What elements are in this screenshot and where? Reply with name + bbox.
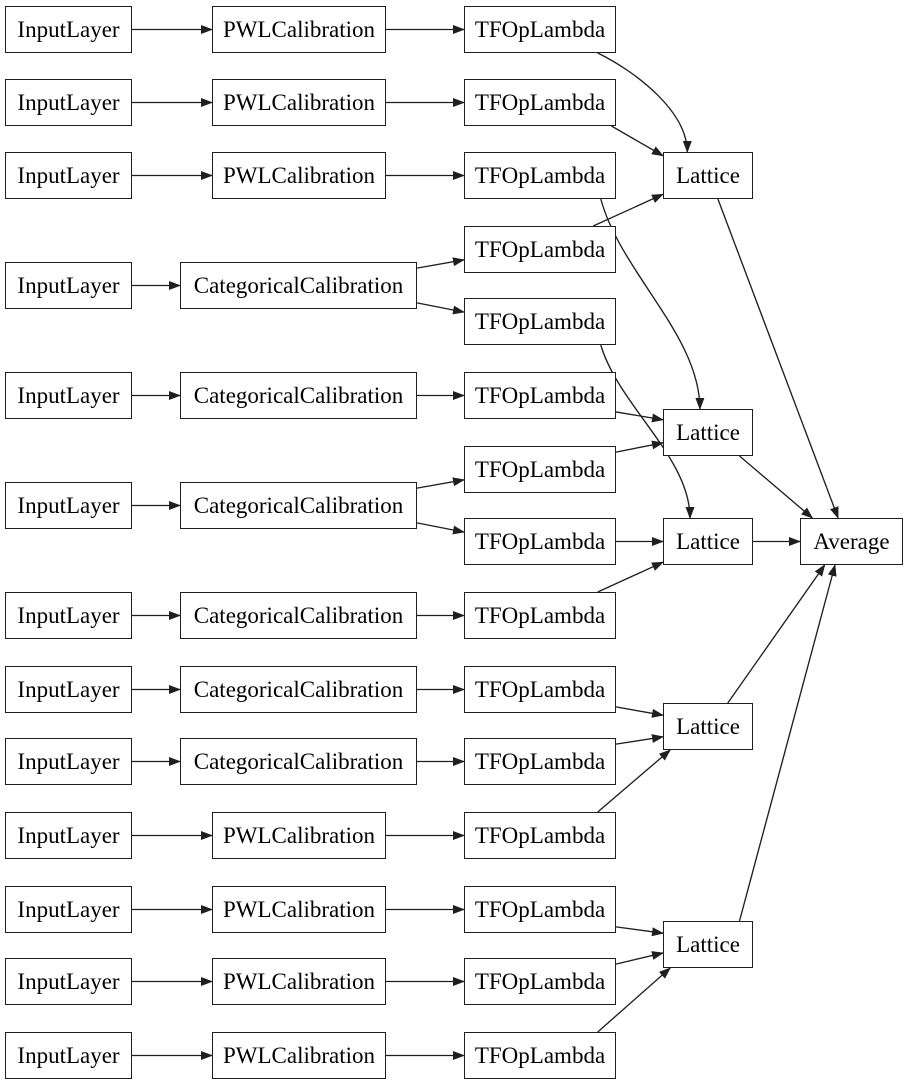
node-tfop-6: TFOpLambda xyxy=(464,372,616,419)
node-cat-2: CategoricalCalibration xyxy=(180,372,417,419)
edge-tfop-7-to-lattice-2 xyxy=(615,440,664,453)
node-pwl-3: PWLCalibration xyxy=(212,152,386,199)
node-cat-6: CategoricalCalibration xyxy=(180,738,417,785)
node-input-13: InputLayer xyxy=(5,1032,132,1079)
edge-lattice-5-to-average xyxy=(738,564,837,922)
node-pwl-1: PWLCalibration xyxy=(212,6,386,53)
node-pwl-2: PWLCalibration xyxy=(212,79,386,126)
node-tfop-3: TFOpLambda xyxy=(464,152,616,199)
node-lattice-1: Lattice xyxy=(663,152,753,199)
node-tfop-11: TFOpLambda xyxy=(464,738,616,785)
node-tfop-10: TFOpLambda xyxy=(464,666,616,713)
node-pwl-6: PWLCalibration xyxy=(212,958,386,1005)
node-tfop-9: TFOpLambda xyxy=(464,592,616,639)
node-tfop-2: TFOpLambda xyxy=(464,79,616,126)
node-cat-4: CategoricalCalibration xyxy=(180,592,417,639)
node-lattice-2: Lattice xyxy=(663,409,753,456)
edge-tfop-9-to-lattice-3 xyxy=(597,561,664,593)
node-pwl-7: PWLCalibration xyxy=(212,1032,386,1079)
node-lattice-4: Lattice xyxy=(663,703,753,750)
edge-cat-1-to-tfop-5 xyxy=(416,302,465,315)
edge-lattice-2-to-average xyxy=(739,455,814,519)
node-input-6: InputLayer xyxy=(5,482,132,529)
edge-tfop-12-to-lattice-4 xyxy=(597,749,671,813)
edge-tfop-14-to-lattice-5 xyxy=(615,951,664,965)
edge-tfop-5-to-lattice-3 xyxy=(600,344,695,519)
node-pwl-5: PWLCalibration xyxy=(212,886,386,933)
node-tfop-8: TFOpLambda xyxy=(464,518,616,565)
node-input-4: InputLayer xyxy=(5,262,132,309)
edge-tfop-4-to-lattice-1 xyxy=(592,193,664,227)
node-input-9: InputLayer xyxy=(5,738,132,785)
node-input-1: InputLayer xyxy=(5,6,132,53)
node-input-2: InputLayer xyxy=(5,79,132,126)
node-tfop-5: TFOpLambda xyxy=(464,298,616,345)
node-input-8: InputLayer xyxy=(5,666,132,713)
node-input-12: InputLayer xyxy=(5,958,132,1005)
node-tfop-12: TFOpLambda xyxy=(464,812,616,859)
node-tfop-15: TFOpLambda xyxy=(464,1032,616,1079)
edge-cat-3-to-tfop-7 xyxy=(416,477,465,489)
node-tfop-13: TFOpLambda xyxy=(464,886,616,933)
edge-cat-3-to-tfop-8 xyxy=(416,522,465,535)
edge-tfop-2-to-lattice-1 xyxy=(611,125,664,157)
edge-lattice-1-to-average xyxy=(717,198,839,519)
node-input-10: InputLayer xyxy=(5,812,132,859)
node-tfop-7: TFOpLambda xyxy=(464,446,616,493)
edge-tfop-6-to-lattice-2 xyxy=(615,411,664,423)
node-cat-5: CategoricalCalibration xyxy=(180,666,417,713)
node-lattice-5: Lattice xyxy=(663,921,753,968)
node-input-5: InputLayer xyxy=(5,372,132,419)
node-tfop-4: TFOpLambda xyxy=(464,226,616,273)
node-input-3: InputLayer xyxy=(5,152,132,199)
node-input-11: InputLayer xyxy=(5,886,132,933)
node-cat-3: CategoricalCalibration xyxy=(180,482,417,529)
node-cat-1: CategoricalCalibration xyxy=(180,262,417,309)
edge-tfop-10-to-lattice-4 xyxy=(615,706,664,718)
node-lattice-3: Lattice xyxy=(663,518,753,565)
node-average: Average xyxy=(800,518,903,565)
node-tfop-14: TFOpLambda xyxy=(464,958,616,1005)
node-tfop-1: TFOpLambda xyxy=(464,6,616,53)
edge-tfop-11-to-lattice-4 xyxy=(615,734,664,745)
node-pwl-4: PWLCalibration xyxy=(212,812,386,859)
edge-tfop-1-to-lattice-1 xyxy=(597,52,692,153)
edge-cat-1-to-tfop-4 xyxy=(416,257,465,269)
edge-tfop-13-to-lattice-5 xyxy=(615,926,664,937)
edge-tfop-15-to-lattice-5 xyxy=(597,967,671,1033)
node-input-7: InputLayer xyxy=(5,592,132,639)
edge-lattice-4-to-average xyxy=(727,564,826,704)
